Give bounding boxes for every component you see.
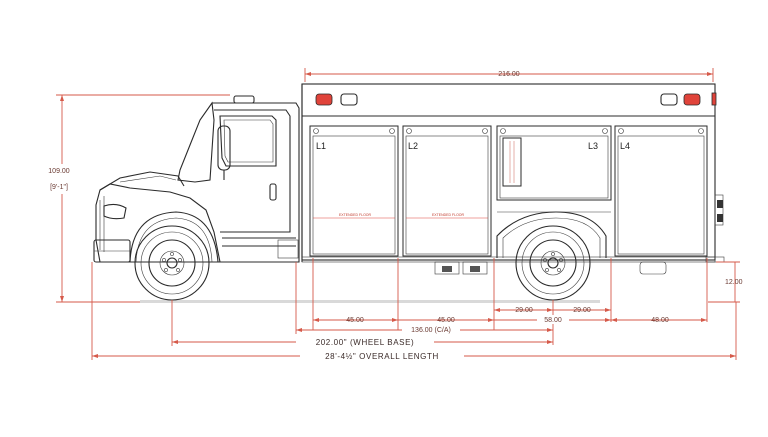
dim-ca-label: 136.00 (C/A) — [411, 327, 451, 334]
rear-tail — [705, 194, 725, 263]
compartment-label-l2: L2 — [408, 141, 418, 151]
rear-wheel — [515, 225, 591, 301]
compartment-l3: L3 — [496, 125, 612, 201]
dim-rear-right: 29.00 — [553, 307, 611, 314]
body-light-rear-clear — [660, 93, 678, 106]
dim-wheel-base-label: 202.00" (WHEEL BASE) — [316, 338, 415, 347]
compartment-l4: L4 — [614, 125, 708, 257]
dim-l1: 45.00 — [313, 317, 398, 324]
dim-l2-label: 45.00 — [437, 317, 455, 324]
underbody-steps — [434, 261, 667, 275]
body-light-corner — [711, 92, 717, 106]
dim-rear-right-label: 29.00 — [573, 307, 591, 314]
dim-height: 109.00 [9'-1"] — [38, 94, 230, 303]
dim-wheel-base: 202.00" (WHEEL BASE) — [172, 336, 553, 347]
dim-rear-left: 29.00 — [494, 307, 553, 314]
body-light-front-red — [315, 93, 333, 106]
dim-rear-total-label: 58.00 — [544, 317, 562, 324]
dim-height-ft-label: [9'-1"] — [50, 184, 68, 191]
compartment-label-l3: L3 — [588, 141, 598, 151]
dim-body-length: 216.00 — [304, 68, 714, 82]
dim-overall-length-label: 28'-4½" OVERALL LENGTH — [325, 352, 439, 361]
dim-body-length-label: 216.00 — [498, 71, 520, 78]
rear-wheel-well — [496, 211, 611, 258]
cab-door-handle — [269, 183, 277, 201]
dim-rear-left-label: 29.00 — [515, 307, 533, 314]
dim-l2: 45.00 — [398, 317, 494, 324]
cab-roof-light — [233, 95, 255, 104]
front-wheel — [134, 225, 210, 301]
dim-l4-label: 48.00 — [651, 317, 669, 324]
headlight — [103, 203, 127, 220]
body-box — [301, 83, 717, 263]
dim-extension-lines — [91, 258, 737, 360]
ground-shadow — [140, 300, 600, 303]
floor-label-l1: EXTENDED FLOOR — [339, 213, 372, 217]
compartment-l2: EXTENDED FLOOR L2 — [402, 125, 492, 257]
l3-equipment-bracket — [502, 137, 522, 187]
dim-ground-label: 12.00 — [725, 279, 743, 286]
body-light-front-clear — [340, 93, 358, 106]
floor-label-l2: EXTENDED FLOOR — [432, 213, 465, 217]
body-light-rear-red — [683, 93, 701, 106]
dim-ca: 136.00 (C/A) — [296, 325, 553, 334]
dim-ground: 12.00 — [708, 261, 743, 303]
cab-mirror — [217, 125, 231, 171]
dim-height-label: 109.00 — [48, 168, 70, 175]
compartment-label-l1: L1 — [316, 141, 326, 151]
cab — [93, 95, 300, 263]
dim-l1-label: 45.00 — [346, 317, 364, 324]
compartment-label-l4: L4 — [620, 141, 630, 151]
dim-rear-total: 58.00 — [494, 315, 611, 324]
dim-overall-length: 28'-4½" OVERALL LENGTH — [92, 350, 736, 361]
dim-l4: 48.00 — [611, 317, 707, 324]
compartment-l1: EXTENDED FLOOR L1 — [309, 125, 399, 257]
